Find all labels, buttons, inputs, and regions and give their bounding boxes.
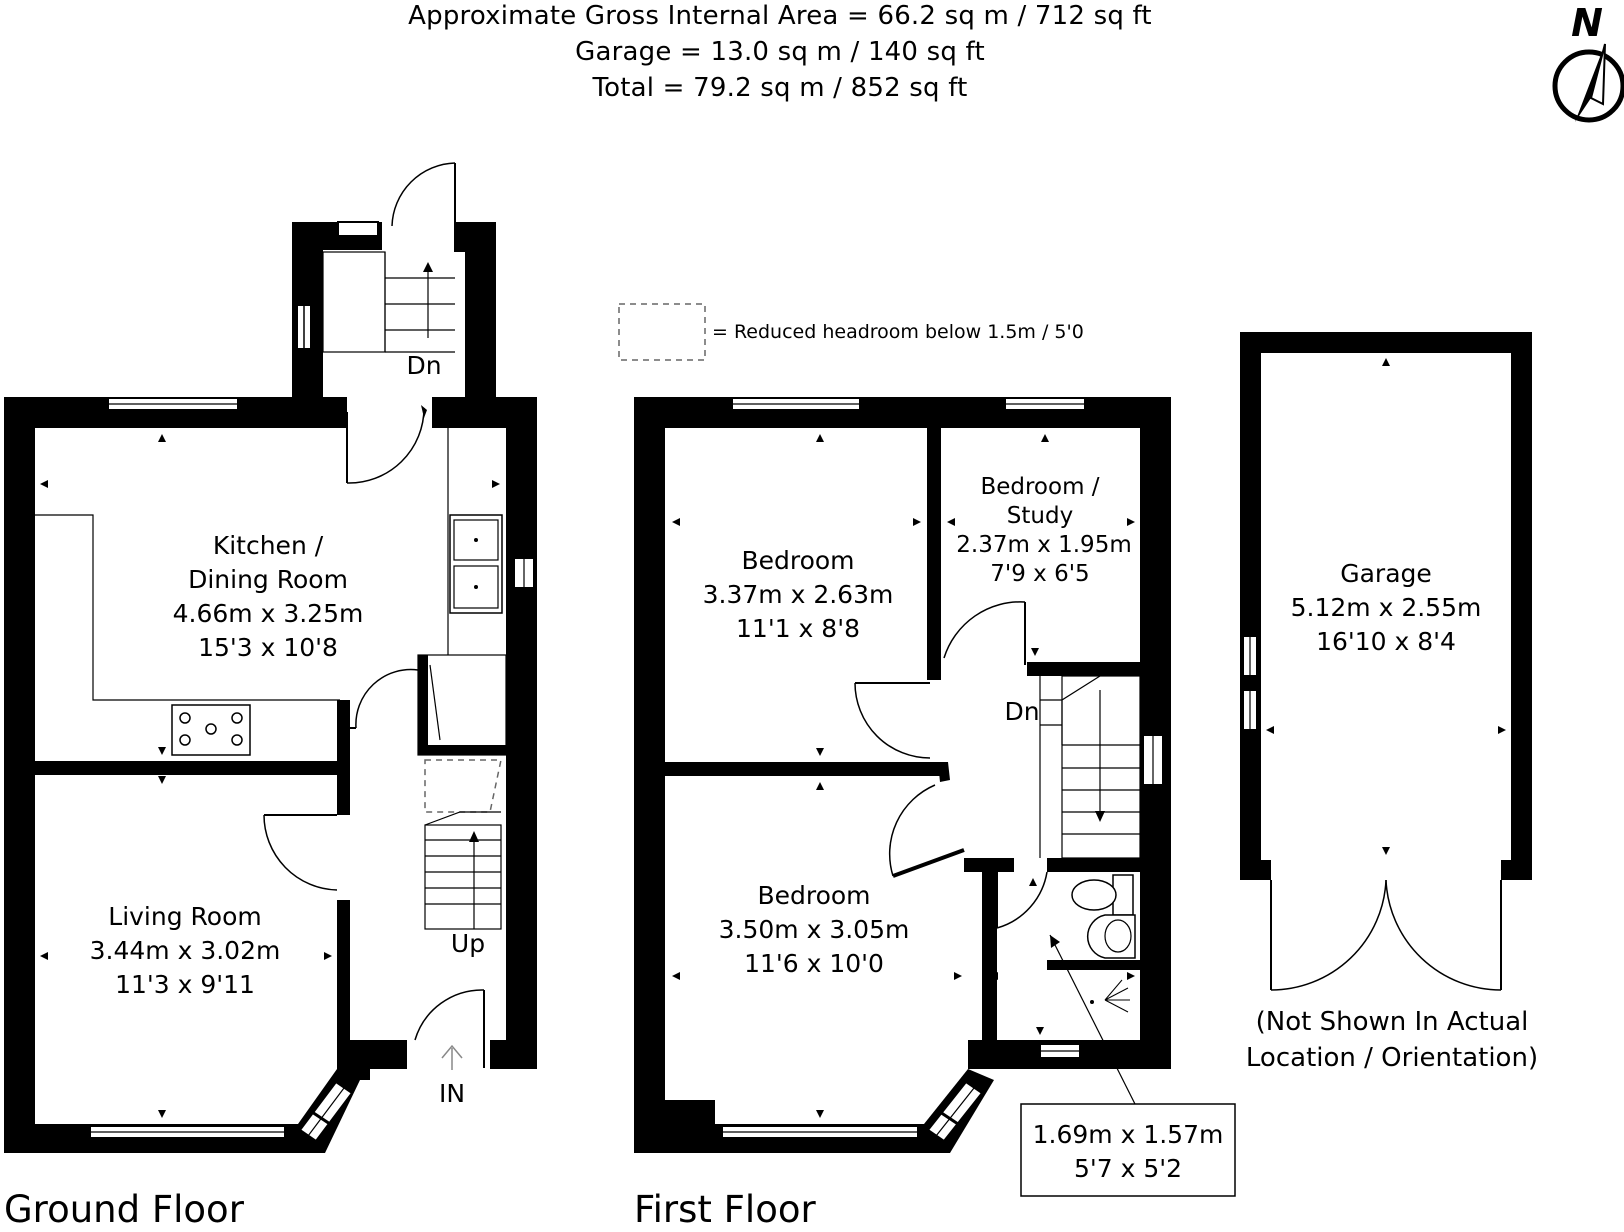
legend-dashed-box	[618, 303, 706, 361]
garage-dimensions-imperial: 16'10 x 8'4	[1316, 627, 1456, 656]
ground-floor-title: Ground Floor	[4, 1188, 245, 1231]
total-area-line: Total = 79.2 sq m / 852 sq ft	[591, 73, 967, 103]
bathroom-callout: 1.69m x 1.57m 5'7 x 5'2	[1020, 1103, 1236, 1197]
gross-area-line: Approximate Gross Internal Area = 66.2 s…	[408, 1, 1152, 31]
first-floor-plan: Dn	[634, 397, 1236, 1231]
living-room-dimensions-metric: 3.44m x 3.02m	[90, 936, 281, 965]
bathroom-dimensions-imperial: 5'7 x 5'2	[1074, 1154, 1182, 1183]
living-room-dimensions-imperial: 11'3 x 9'11	[115, 970, 255, 999]
ground-floor-plan: Dn	[4, 162, 537, 1231]
garage-note-line2: Location / Orientation)	[1246, 1043, 1538, 1073]
entrance-label: IN	[439, 1079, 465, 1108]
porch-stairs-down-label: Dn	[406, 351, 441, 380]
north-compass-icon: N	[1552, 1, 1624, 123]
garage-plan: Garage 5.12m x 2.55m 16'10 x 8'4 (Not Sh…	[1240, 332, 1538, 1073]
study-dimensions-imperial: 7'9 x 6'5	[990, 561, 1089, 587]
garage-name: Garage	[1340, 559, 1432, 588]
kitchen-name-line1: Kitchen /	[213, 531, 324, 560]
toilet-icon	[1071, 874, 1134, 916]
bedroom2-dimensions-metric: 3.50m x 3.05m	[719, 915, 910, 944]
bathroom-dimensions-metric: 1.69m x 1.57m	[1033, 1120, 1224, 1149]
bedroom2-name: Bedroom	[757, 881, 870, 910]
garage-note-line1: (Not Shown In Actual	[1256, 1007, 1529, 1037]
bedroom1-name: Bedroom	[741, 546, 854, 575]
kitchen-name-line2: Dining Room	[188, 565, 348, 594]
area-summary: Approximate Gross Internal Area = 66.2 s…	[408, 1, 1152, 103]
garage-area-line: Garage = 13.0 sq m / 140 sq ft	[575, 37, 985, 67]
ground-stairs-up-label: Up	[451, 929, 485, 958]
kitchen-dimensions-imperial: 15'3 x 10'8	[198, 633, 338, 662]
bedroom1-dimensions-metric: 3.37m x 2.63m	[703, 580, 894, 609]
study-dimensions-metric: 2.37m x 1.95m	[956, 532, 1131, 558]
garage-dimensions-metric: 5.12m x 2.55m	[1291, 593, 1482, 622]
first-stairs-down-label: Dn	[1004, 697, 1039, 726]
shower-icon	[1090, 979, 1130, 1013]
bedroom1-dimensions-imperial: 11'1 x 8'8	[736, 614, 860, 643]
north-label: N	[1571, 1, 1603, 45]
study-name-line1: Bedroom /	[980, 474, 1099, 500]
first-floor-title: First Floor	[634, 1188, 816, 1231]
study-name-line2: Study	[1007, 503, 1073, 529]
living-room-name: Living Room	[108, 902, 261, 931]
double-sink-icon	[449, 514, 503, 614]
bedroom2-dimensions-imperial: 11'6 x 10'0	[744, 949, 884, 978]
kitchen-dimensions-metric: 4.66m x 3.25m	[173, 599, 364, 628]
basin-icon	[1086, 914, 1136, 959]
headroom-legend: = Reduced headroom below 1.5m / 5'0	[618, 303, 1084, 361]
legend-text: = Reduced headroom below 1.5m / 5'0	[712, 321, 1084, 343]
